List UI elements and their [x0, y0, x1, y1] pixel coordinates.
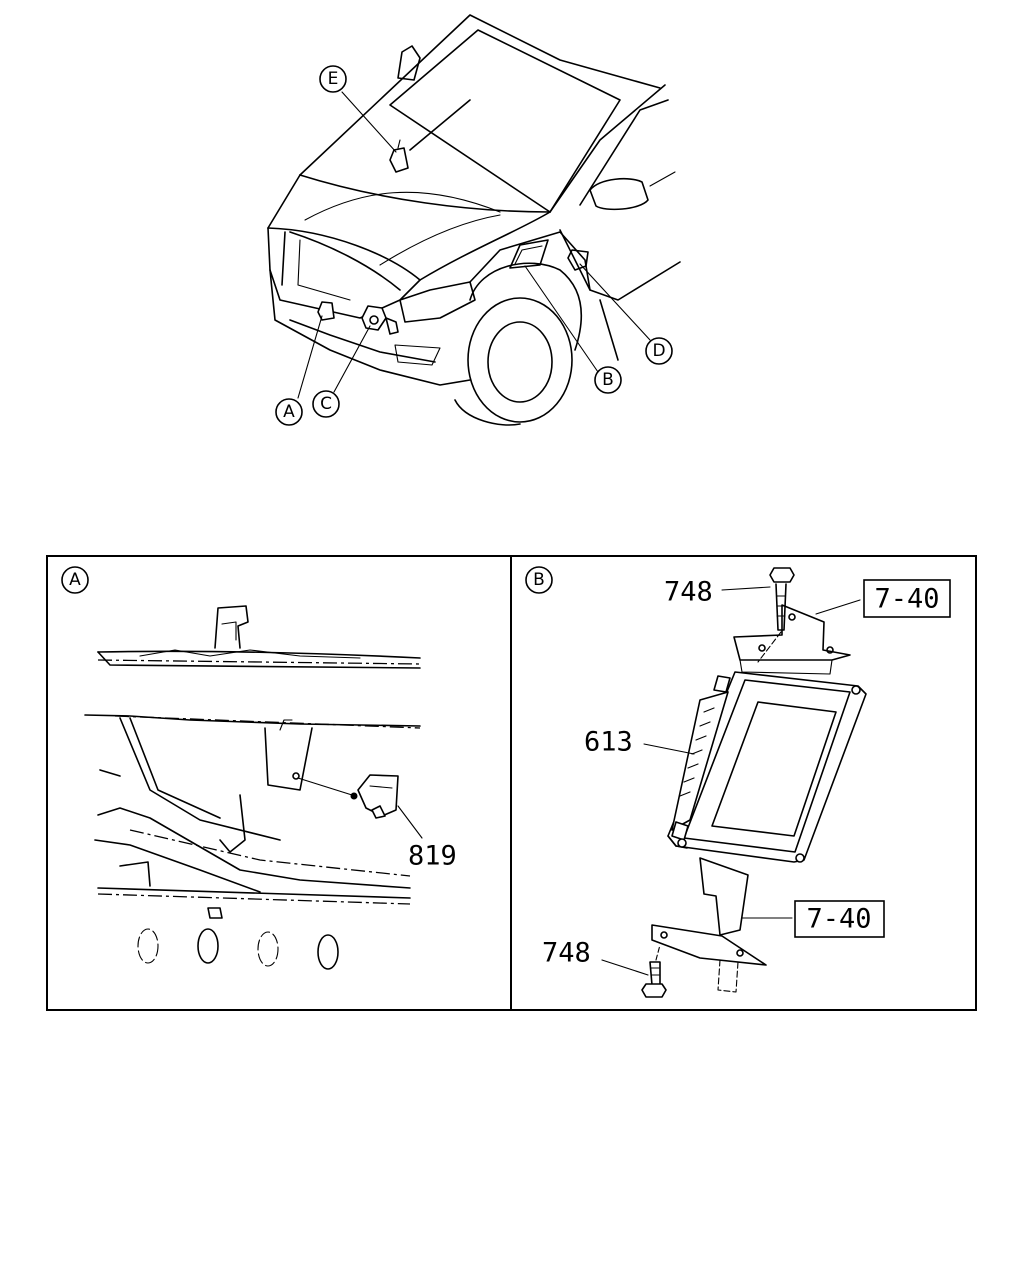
- panel-b-label: B: [533, 570, 545, 590]
- callout-e: E: [319, 65, 347, 93]
- callout-a-label: A: [283, 402, 295, 422]
- callout-b: B: [594, 366, 622, 394]
- callout-d: D: [645, 337, 673, 365]
- vehicle-overview-illustration: [267, 14, 681, 426]
- leader-613: [643, 743, 695, 755]
- ref-7-40-top: 7-40: [874, 584, 939, 615]
- leader-748-bottom: [601, 959, 649, 976]
- callout-c: C: [312, 390, 340, 418]
- panel-a: A: [61, 566, 457, 970]
- ref-box-bottom: 7-40: [794, 900, 885, 938]
- bolt-748-bottom: [641, 944, 667, 998]
- leader-748-top: [721, 586, 771, 591]
- callout-c-label: C: [320, 394, 332, 414]
- ref-box-top: 7-40: [863, 579, 951, 618]
- leader-ref-top: [815, 599, 861, 615]
- ecm-lower-bracket: [651, 857, 767, 993]
- part-number-613: 613: [584, 727, 633, 758]
- ref-7-40-bottom: 7-40: [806, 904, 871, 935]
- callout-a: A: [275, 398, 303, 426]
- panel-a-label: A: [69, 570, 81, 590]
- front-bumper-structure: [84, 605, 423, 970]
- ecm-upper-bracket: [733, 604, 851, 675]
- panel-b-badge: B: [525, 566, 553, 594]
- part-number-819: 819: [408, 841, 457, 872]
- part-number-748-bottom: 748: [542, 938, 591, 969]
- panel-a-badge: A: [61, 566, 89, 594]
- callout-e-label: E: [328, 69, 339, 89]
- callout-b-label: B: [602, 370, 614, 390]
- panel-b: B 748 7-40: [525, 566, 951, 998]
- bolt-748-top: [757, 567, 795, 663]
- callout-d-label: D: [652, 341, 665, 361]
- part-number-748-top: 748: [664, 577, 713, 608]
- ecm-unit: [667, 671, 867, 863]
- overview-leader-lines: [297, 91, 651, 399]
